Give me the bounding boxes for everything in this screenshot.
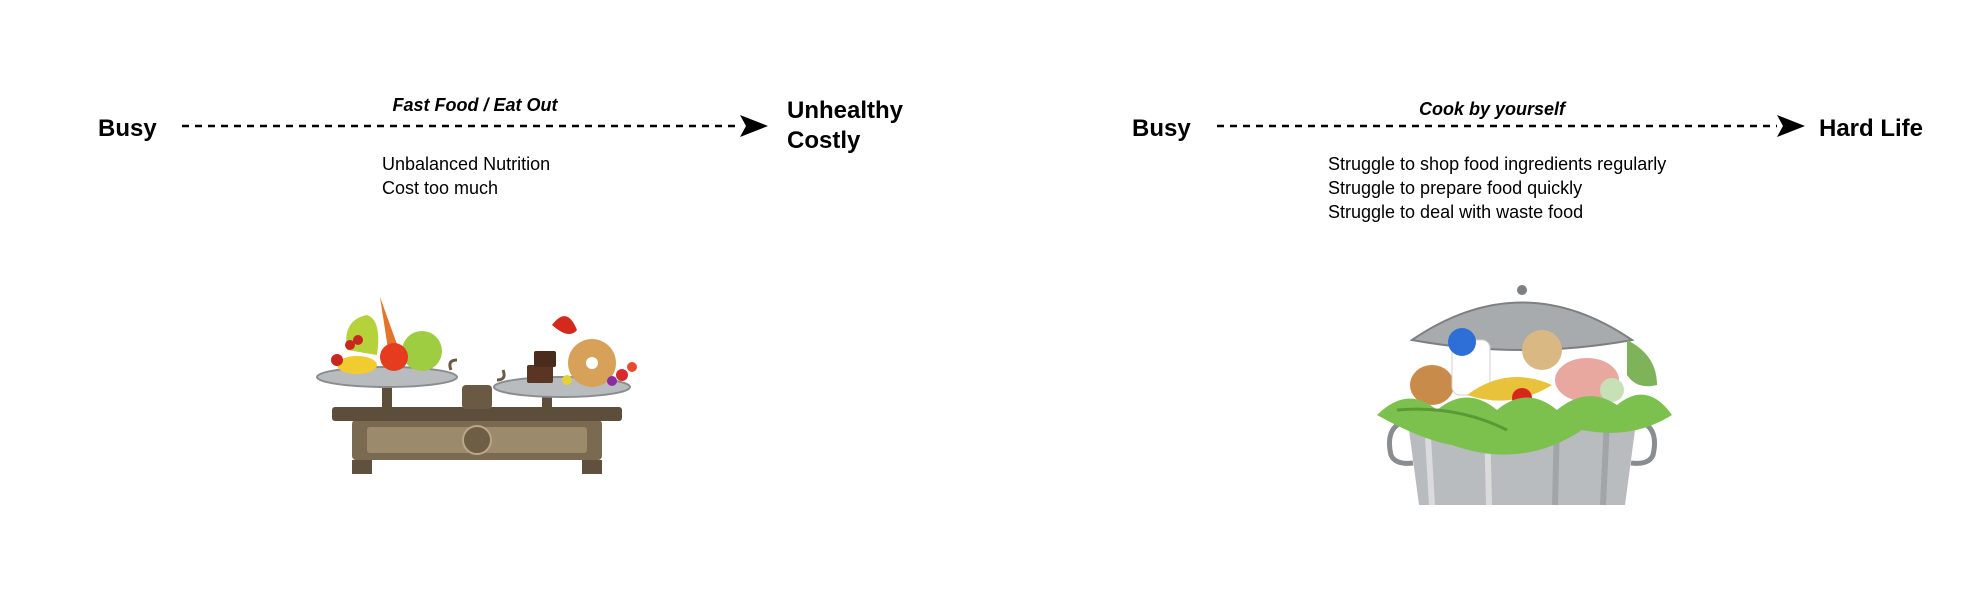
trash-can-icon [1377, 285, 1672, 506]
end-node-label-1: Hard Life [1819, 115, 1924, 142]
end-node: Unhealthy Costly [787, 96, 903, 156]
start-node-label: Busy [98, 115, 157, 142]
note-item: Struggle to deal with waste food [1328, 202, 1584, 222]
notes: Unbalanced Nutrition Cost too much [382, 152, 550, 200]
end-node-label-1: Unhealthy [787, 97, 904, 124]
note-item: Struggle to prepare food quickly [1328, 178, 1583, 198]
note-item: Struggle to shop food ingredients regula… [1328, 154, 1667, 174]
start-node: Busy [98, 114, 157, 144]
end-node-label-2: Costly [787, 127, 861, 154]
end-node: Hard Life [1819, 114, 1923, 144]
notes: Struggle to shop food ingredients regula… [1328, 152, 1666, 224]
note-item: Cost too much [382, 178, 499, 198]
diagram-fast-food: Busy Fast Food / Eat Out Unhealthy Costl… [98, 95, 903, 474]
note-item: Unbalanced Nutrition [382, 154, 551, 174]
start-node: Busy [1132, 114, 1191, 144]
path-label: Fast Food / Eat Out [392, 95, 558, 115]
dashed-arrow [182, 115, 768, 137]
start-node-label: Busy [1132, 115, 1191, 142]
dashed-arrow [1217, 115, 1805, 137]
balance-scale-icon [316, 297, 637, 474]
path-label: Cook by yourself [1418, 99, 1566, 119]
diagram-cook-yourself: Busy Cook by yourself Hard Life Struggle… [987, 0, 1974, 612]
